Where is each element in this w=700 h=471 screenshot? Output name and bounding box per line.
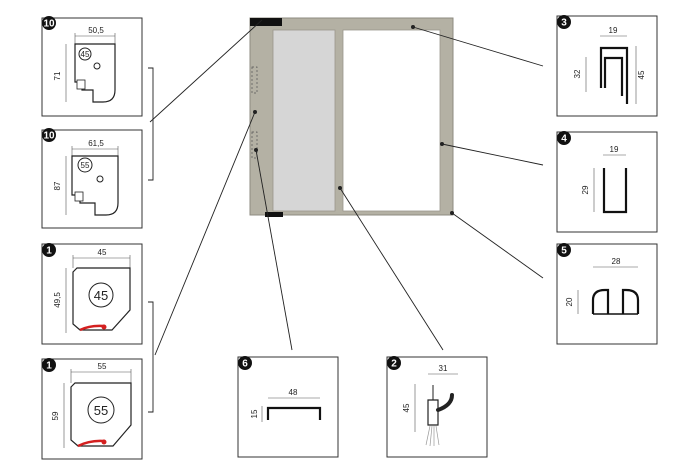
panel-4-u-channel: 4 19 29 bbox=[556, 131, 658, 233]
handle-body bbox=[427, 399, 439, 426]
height-right-label: 45 bbox=[637, 70, 646, 79]
height-label: 15 bbox=[250, 409, 259, 418]
size-label: 55 bbox=[81, 161, 90, 170]
badge-number: 2 bbox=[391, 359, 397, 370]
bottom-rail bbox=[265, 212, 283, 217]
height-label: 29 bbox=[581, 185, 590, 194]
threshold-left bbox=[591, 288, 610, 314]
channel-profile bbox=[602, 168, 628, 214]
panel-10-cassette-45: 10 50,5 71 45 bbox=[41, 16, 143, 117]
height-left-label: 32 bbox=[573, 69, 582, 78]
panel-6-bottom-rail: 6 48 15 bbox=[237, 356, 339, 458]
badge-number: 6 bbox=[242, 359, 248, 370]
badge-number: 10 bbox=[43, 19, 55, 30]
sliding-pane bbox=[342, 29, 441, 212]
panel-3-side-guide: 3 19 32 45 bbox=[556, 15, 658, 117]
handle-grip bbox=[436, 393, 454, 412]
badge-number: 4 bbox=[561, 134, 567, 145]
panel-2-handle: 2 31 45 bbox=[386, 356, 488, 458]
badge-number: 3 bbox=[561, 18, 567, 29]
brush-seal bbox=[425, 425, 440, 447]
badge-number: 1 bbox=[46, 361, 52, 372]
height-label: 20 bbox=[565, 297, 574, 306]
rail-profile bbox=[266, 406, 322, 420]
leader-lines bbox=[148, 19, 544, 413]
width-label: 19 bbox=[609, 26, 618, 35]
height-label: 45 bbox=[402, 403, 411, 412]
size-label: 55 bbox=[94, 403, 108, 418]
height-label: 49,5 bbox=[53, 292, 62, 308]
threshold-right bbox=[621, 288, 640, 314]
badge-number: 1 bbox=[46, 246, 52, 257]
guide-inner bbox=[603, 56, 624, 96]
top-cassette bbox=[250, 18, 282, 26]
panel-10-cassette-55: 10 61,5 87 55 bbox=[41, 128, 143, 229]
height-label: 71 bbox=[53, 71, 62, 80]
guide-outer bbox=[599, 46, 629, 104]
size-label: 45 bbox=[94, 288, 108, 303]
panel-5-threshold: 5 28 20 bbox=[556, 243, 658, 345]
hidden-mechanism-upper bbox=[251, 66, 258, 94]
height-label: 59 bbox=[51, 411, 60, 420]
width-label: 31 bbox=[439, 364, 448, 373]
fixed-pane bbox=[272, 29, 336, 212]
width-label: 55 bbox=[98, 362, 107, 371]
size-label: 45 bbox=[81, 50, 90, 59]
red-seal bbox=[77, 439, 105, 448]
badge bbox=[42, 16, 56, 30]
width-label: 61,5 bbox=[88, 139, 104, 148]
width-label: 48 bbox=[289, 388, 298, 397]
width-label: 19 bbox=[610, 145, 619, 154]
window-frame bbox=[249, 17, 454, 217]
width-label: 50,5 bbox=[88, 26, 104, 35]
panel-1-box-45: 1 45 49,5 45 bbox=[41, 243, 143, 345]
width-label: 28 bbox=[612, 257, 621, 266]
panel-1-box-55: 1 55 59 55 bbox=[41, 358, 143, 460]
width-label: 45 bbox=[98, 248, 107, 257]
badge-number: 10 bbox=[43, 131, 55, 142]
hidden-mechanism-lower bbox=[251, 131, 258, 159]
height-label: 87 bbox=[53, 181, 62, 190]
badge-number: 5 bbox=[561, 246, 567, 257]
red-seal bbox=[79, 324, 105, 332]
